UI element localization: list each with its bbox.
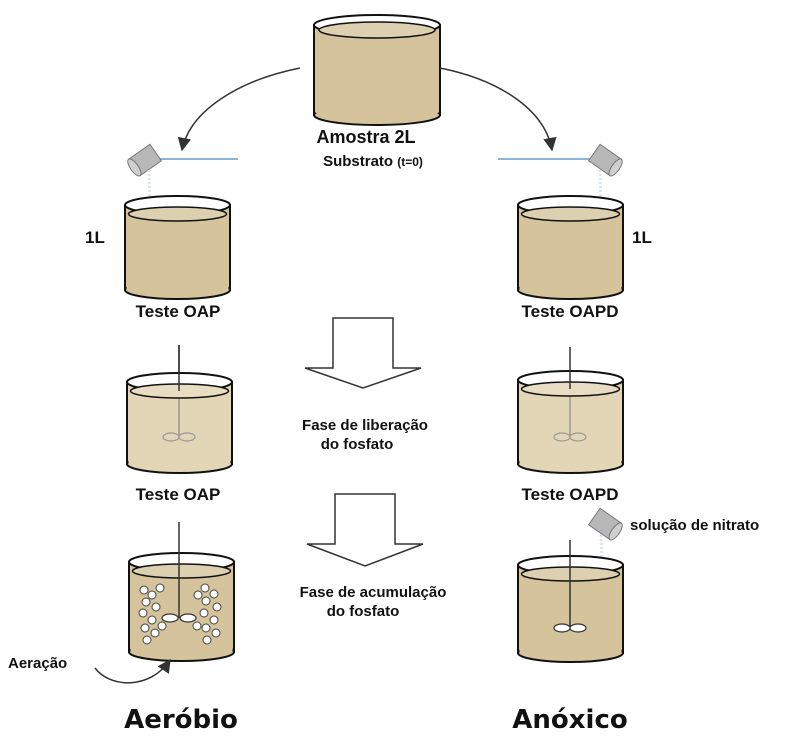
right-pour-bottle-icon (587, 143, 623, 177)
left-volume-label: 1L (85, 228, 105, 247)
left-test-label-2: Teste OAP (136, 485, 221, 504)
right-test-label-2: Teste OAPD (522, 485, 619, 504)
left-pour-bottle-icon (127, 143, 163, 177)
aerobic-footer: Aeróbio (124, 705, 238, 735)
left-beaker-oap-feed (124, 195, 231, 300)
left-test-label-1: Teste OAP (136, 302, 221, 321)
nitrate-stream (599, 534, 604, 569)
accumulation-phase-line1: Fase de acumulação (300, 584, 447, 601)
arrow-to-right (439, 67, 557, 152)
aeration-arrow (94, 658, 171, 684)
sample-title: Amostra 2L (316, 127, 415, 147)
right-beaker-oapd-feed (517, 195, 624, 300)
aeration-label: Aeração (8, 655, 67, 672)
right-beaker-oapd-release (517, 347, 624, 474)
sample-beaker (313, 14, 441, 126)
nitrate-bottle-icon (587, 507, 623, 541)
release-phase-line2: do fosfato (321, 436, 394, 453)
accumulation-phase-line2: do fosfato (327, 603, 400, 620)
right-beaker-anoxic (517, 540, 624, 663)
nitrate-label: solução de nitrato (630, 517, 759, 534)
right-volume-label: 1L (632, 228, 652, 247)
anoxic-footer: Anóxico (512, 705, 627, 735)
aeration-bubbles (138, 583, 222, 645)
arrow-to-left (177, 67, 301, 152)
right-test-label-1: Teste OAPD (522, 302, 619, 321)
accumulation-phase-arrow (306, 493, 424, 567)
left-beaker-aerated (128, 522, 235, 662)
left-beaker-oap-release (126, 345, 233, 474)
sample-subtitle: Substrato (t=0) (323, 153, 423, 170)
release-phase-line1: Fase de liberação (302, 417, 428, 434)
release-phase-arrow (304, 317, 422, 389)
